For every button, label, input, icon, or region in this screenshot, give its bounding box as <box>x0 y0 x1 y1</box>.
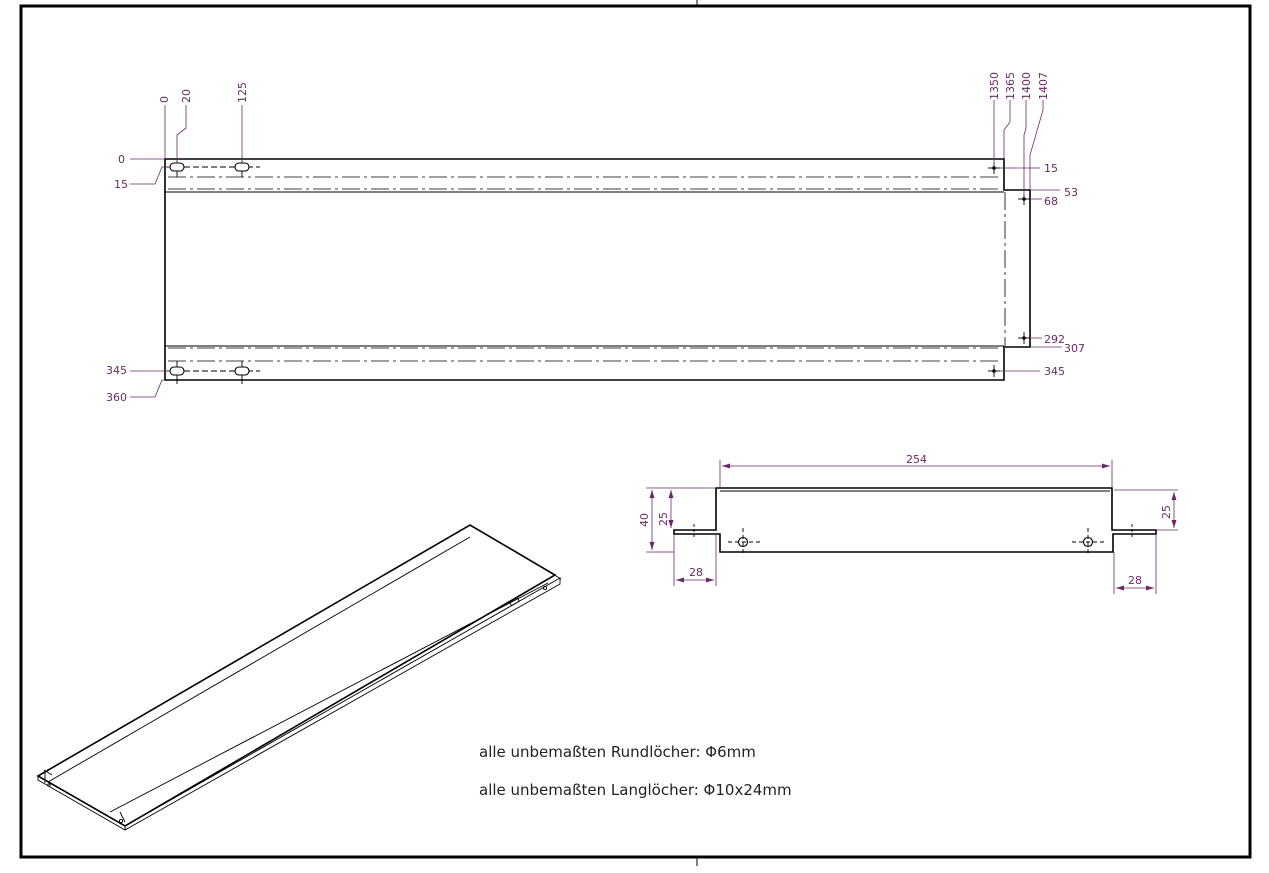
ry-ord-307: 307 <box>1064 342 1085 355</box>
ry-ord-292: 292 <box>1044 333 1065 346</box>
y-ord-15: 15 <box>114 178 128 191</box>
note-round-holes: alle unbemaßten Rundlöcher: Φ6mm <box>479 743 756 761</box>
isometric-view <box>36 524 562 831</box>
slot-hole <box>234 366 250 376</box>
slot-hole <box>169 366 185 376</box>
ry-ord-68: 68 <box>1044 195 1058 208</box>
ry-ord-15: 15 <box>1044 162 1058 175</box>
x-ord-20: 20 <box>180 89 193 103</box>
dim-left-flange-width: 28 <box>689 566 703 579</box>
slot-hole <box>234 162 250 172</box>
note-slot-holes: alle unbemaßten Langlöcher: Φ10x24mm <box>479 781 792 799</box>
y-ord-345: 345 <box>106 364 127 377</box>
x-ord-1365: 1365 <box>1004 72 1017 100</box>
x-ord-1407: 1407 <box>1037 72 1050 100</box>
dim-right-flange-height: 25 <box>1160 505 1173 519</box>
dim-width: 254 <box>906 453 927 466</box>
x-ord-125: 125 <box>236 82 249 103</box>
ry-ord-345: 345 <box>1044 365 1065 378</box>
dim-left-flange-height: 25 <box>657 512 670 526</box>
y-ord-0: 0 <box>118 153 125 166</box>
drawing-frame <box>19 0 1252 866</box>
slot-hole <box>169 162 185 172</box>
dim-total-height: 40 <box>638 513 651 527</box>
dim-right-flange-width: 28 <box>1128 574 1142 587</box>
ry-ord-53: 53 <box>1064 186 1078 199</box>
x-ord-1400: 1400 <box>1020 72 1033 100</box>
x-ord-1350: 1350 <box>988 72 1001 100</box>
y-ord-360: 360 <box>106 391 127 404</box>
top-view: 0 20 125 1350 1365 1400 1407 0 15 345 36… <box>106 72 1085 404</box>
x-ord-0: 0 <box>158 96 171 103</box>
section-view: 254 40 25 25 28 28 <box>638 453 1178 594</box>
